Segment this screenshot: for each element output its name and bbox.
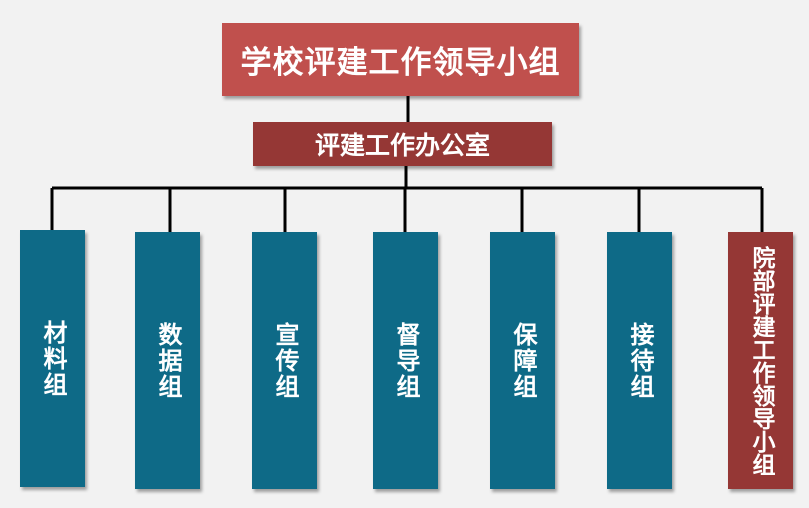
- group-label-support: 保障组: [509, 321, 537, 400]
- group-box-faculty-leadership: 院部评建工作领导小组: [728, 232, 793, 489]
- group-box-supervision: 督导组: [373, 232, 438, 489]
- group-label-materials: 材料组: [39, 319, 67, 398]
- group-box-data: 数据组: [135, 232, 200, 489]
- group-box-reception: 接待组: [607, 232, 672, 489]
- group-box-publicity: 宣传组: [252, 232, 317, 489]
- group-label-publicity: 宣传组: [271, 321, 299, 400]
- leadership-group-label: 学校评建工作领导小组: [240, 45, 561, 81]
- group-label-faculty-leadership: 院部评建工作领导小组: [748, 245, 774, 476]
- group-box-materials: 材料组: [20, 230, 85, 487]
- group-label-reception: 接待组: [626, 321, 654, 400]
- evaluation-office-label: 评建工作办公室: [314, 131, 490, 160]
- group-label-supervision: 督导组: [392, 321, 420, 400]
- evaluation-office-box: 评建工作办公室: [253, 122, 552, 166]
- leadership-group-box: 学校评建工作领导小组: [222, 23, 579, 96]
- group-label-data: 数据组: [154, 321, 182, 400]
- group-box-support: 保障组: [490, 232, 555, 489]
